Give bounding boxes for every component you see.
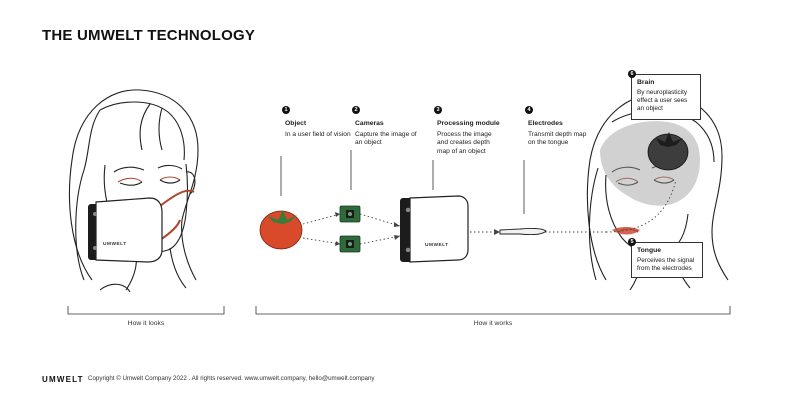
callout-text: By neuroplasticity effect a user sees an… — [637, 89, 688, 112]
caption-how-it-works: How it works — [473, 320, 513, 327]
step-text: Transmit depth map on the tongue — [528, 131, 587, 147]
step-number: 1 — [282, 106, 290, 114]
step-number: 3 — [434, 106, 442, 114]
step-text: Process the image and creates depth map … — [437, 131, 492, 155]
page-title: THE UMWELT TECHNOLOGY — [42, 27, 256, 44]
mask-strap — [159, 189, 195, 207]
electrode-illustration — [499, 227, 547, 235]
step-title: Cameras — [355, 120, 384, 127]
step-number: 4 — [525, 106, 533, 114]
caption-brackets — [67, 306, 731, 315]
step-cameras: 2 Cameras Capture the image of an object — [352, 106, 421, 148]
caption-how-it-looks: How it looks — [127, 320, 165, 327]
footer-logo: UMWELT — [42, 375, 84, 384]
callout-title: Tongue — [637, 247, 662, 254]
step-text: In a user field of vision — [285, 131, 351, 139]
step-title: Object — [285, 120, 307, 127]
processing-module-illustration — [400, 195, 469, 263]
mask-illustration — [88, 197, 163, 263]
callout-number: 5 — [628, 238, 636, 246]
tomato-illustration — [259, 210, 303, 250]
step-number: 2 — [352, 106, 360, 114]
callout-title: Brain — [637, 79, 655, 86]
camera-bottom-icon — [339, 235, 361, 253]
footer-copyright: Copyright © Umwelt Company 2022 . All ri… — [88, 375, 375, 382]
step-title: Electrodes — [528, 120, 563, 127]
step-object: 1 Object In a user field of vision — [282, 106, 351, 139]
step-electrodes: 4 Electrodes Transmit depth map on the t… — [525, 106, 588, 148]
step-title: Processing module — [437, 120, 500, 127]
tongue-callout: 5 Tongue Perceives the signal from the e… — [628, 238, 703, 278]
mask-brand-label: UMWELT — [103, 241, 127, 247]
step-leader-lines — [280, 150, 525, 214]
tongue-mark — [612, 227, 640, 235]
step-text: Capture the image of an object — [355, 131, 417, 147]
left-head-illustration — [68, 89, 199, 293]
module-brand-label: UMWELT — [425, 242, 449, 248]
brain-region — [600, 121, 700, 206]
step-processing-module: 3 Processing module Process the image an… — [434, 106, 503, 156]
callout-number: 6 — [628, 70, 636, 78]
brain-tomato-icon — [647, 132, 689, 171]
brain-callout: 6 Brain By neuroplasticity effect a user… — [628, 70, 701, 120]
camera-top-icon — [339, 205, 361, 223]
callout-text: Perceives the signal from the electrodes — [637, 257, 695, 272]
